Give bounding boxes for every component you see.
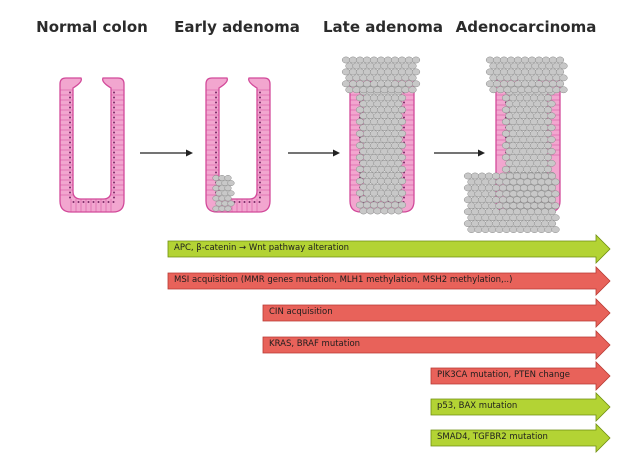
bar-p53-bax: p53, BAX mutation [430, 392, 611, 422]
bar-arrow-shape [262, 298, 611, 328]
bar-cin-acquisition: CIN acquisition [262, 298, 611, 328]
bar-kras-braf: KRAS, BRAF mutation [262, 330, 611, 360]
crypt-progression-illustration [59, 56, 568, 233]
bar-label: SMAD4, TGFBR2 mutation [437, 432, 548, 442]
stage-title-adeno: Adenocarcinoma [455, 18, 597, 36]
bar-arrow-shape [430, 423, 611, 453]
bar-label: APC, β-catenin → Wnt pathway alteration [174, 243, 350, 253]
bar-label: CIN acquisition [269, 307, 333, 317]
bar-pik3ca-pten: PIK3CA mutation, PTEN change [430, 361, 611, 391]
bar-smad4-tgfbr2: SMAD4, TGFBR2 mutation [430, 423, 611, 453]
bar-label: KRAS, BRAF mutation [269, 339, 361, 349]
bar-label: MSI acquisition (MMR genes mutation, MLH… [174, 275, 513, 285]
arrow-2 [288, 149, 340, 157]
crypt-adenocarcinoma [463, 56, 568, 233]
bar-arrow-shape [262, 330, 611, 360]
arrow-1 [140, 149, 193, 157]
stage-title-late: Late adenoma [322, 18, 444, 36]
crypt-early-adenoma [205, 77, 271, 213]
bar-arrow-shape [167, 266, 611, 296]
crypt-normal [59, 77, 125, 213]
crypt-late-adenoma [341, 56, 421, 215]
bar-msi-acquisition: MSI acquisition (MMR genes mutation, MLH… [167, 266, 611, 296]
stage-title-early: Early adenoma [174, 18, 300, 36]
bar-label: PIK3CA mutation, PTEN change [437, 370, 570, 380]
bar-arrow-shape [167, 234, 611, 264]
bar-apc-wnt: APC, β-catenin → Wnt pathway alteration [167, 234, 611, 264]
bar-arrow-shape [430, 392, 611, 422]
arrow-3 [434, 149, 485, 157]
bar-label: p53, BAX mutation [437, 401, 518, 411]
stage-title-normal: Normal colon [36, 18, 148, 36]
bar-arrow-shape [430, 361, 611, 391]
